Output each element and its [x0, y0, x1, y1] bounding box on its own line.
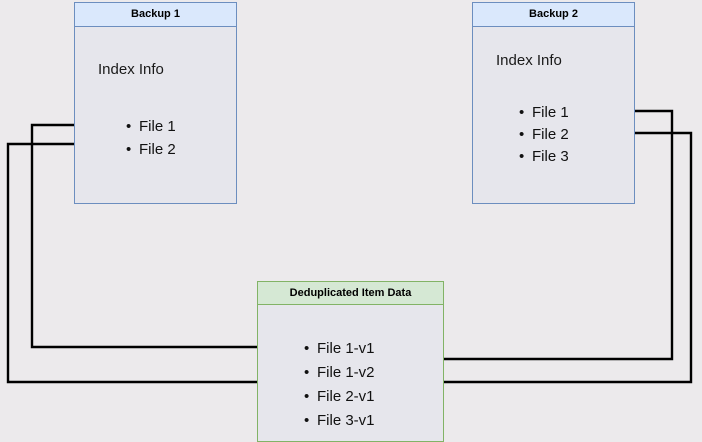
backup-1-index-info-label: Index Info	[98, 61, 164, 78]
backup-2-box: Backup 2	[472, 2, 635, 204]
backup-2-index-info-label: Index Info	[496, 52, 562, 69]
list-item: File 2	[519, 127, 569, 142]
deduplicated-item-list: File 1-v1 File 1-v2 File 2-v1 File 3-v1	[304, 341, 375, 428]
backup-1-body	[74, 27, 237, 204]
backup-1-title: Backup 1	[74, 2, 237, 27]
list-item: File 1	[126, 119, 176, 134]
list-item: File 1-v1	[304, 341, 375, 356]
list-item: File 2	[126, 142, 176, 157]
backup-2-file-list: File 1 File 2 File 3	[519, 105, 569, 164]
list-item: File 2-v1	[304, 389, 375, 404]
list-item: File 3-v1	[304, 413, 375, 428]
list-item: File 1	[519, 105, 569, 120]
deduplicated-item-data-title: Deduplicated Item Data	[257, 281, 444, 305]
backup-2-title: Backup 2	[472, 2, 635, 27]
list-item: File 3	[519, 149, 569, 164]
backup-1-file-list: File 1 File 2	[126, 119, 176, 157]
list-item: File 1-v2	[304, 365, 375, 380]
backup-1-box: Backup 1	[74, 2, 237, 204]
